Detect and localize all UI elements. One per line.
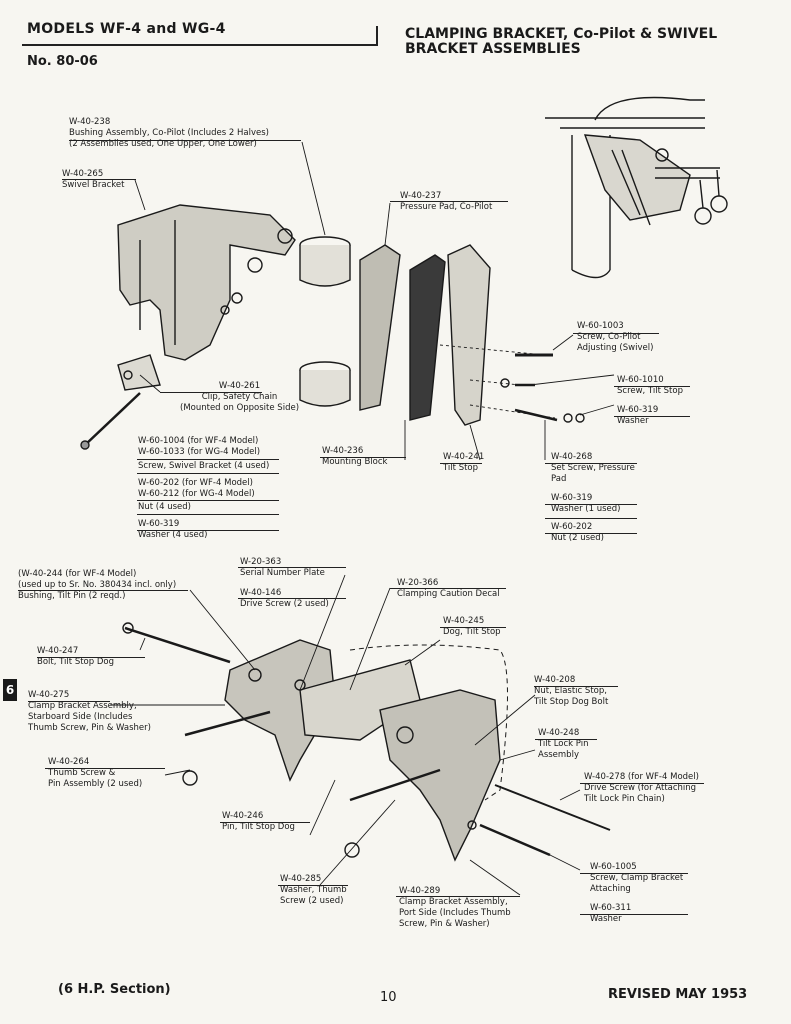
label-w-40-278: W-40-278 (for WF-4 Model)Drive Screw (fo… — [584, 772, 699, 804]
label-w-60-202: W-60-202 (for WF-4 Model)W-60-212 (for W… — [138, 478, 255, 499]
label-swivel-screw: Screw, Swivel Bracket (4 used) — [138, 461, 270, 471]
models-heading: MODELS WF-4 and WG-4 — [27, 21, 226, 37]
underline-w-40-245 — [440, 627, 506, 628]
section-tab: 6 — [3, 679, 17, 701]
header-divider — [376, 26, 378, 46]
footer-section: (6 H.P. Section) — [58, 982, 171, 997]
underline-w-40-238 — [69, 140, 301, 141]
leader-lines — [110, 141, 615, 896]
header-rule — [22, 44, 377, 46]
underline-w-40-285 — [278, 885, 348, 886]
underline-nut-4 — [137, 514, 279, 515]
underline-w-40-241 — [440, 463, 482, 464]
underline-w-60-311 — [580, 914, 688, 915]
underline-w-40-261 — [160, 392, 262, 393]
swivel-bracket-drawing — [80, 204, 296, 450]
underline-w-40-237 — [390, 201, 508, 202]
underline-w-40-247 — [37, 657, 145, 658]
pressure-pad-drawing — [359, 244, 585, 426]
footer-revised: REVISED MAY 1953 — [608, 987, 748, 1002]
underline-w-40-146 — [238, 598, 346, 599]
underline-w-40-244 — [18, 590, 188, 591]
underline-w-20-366 — [390, 588, 506, 589]
underline-w-60-1005 — [580, 873, 688, 874]
page-number: 10 — [380, 990, 397, 1005]
document-number: No. 80-06 — [27, 54, 98, 69]
underline-w-60-1010 — [614, 386, 690, 387]
page-title: CLAMPING BRACKET, Co-Pilot & SWIVEL BRAC… — [405, 26, 718, 57]
underline-w-60-319-4 — [137, 530, 279, 531]
underline-swivel-screw — [137, 473, 279, 474]
clamp-bracket-assembly-drawing — [122, 622, 611, 862]
label-nut-4: Nut (4 used) — [138, 502, 191, 512]
underline-w-40-236 — [320, 457, 406, 458]
underline-w-40-275 — [28, 701, 110, 702]
underline-w-40-264 — [45, 768, 165, 769]
underline-w-40-278 — [580, 783, 704, 784]
underline-w-60-202 — [137, 500, 279, 501]
label-w-40-244: (W-40-244 (for WF-4 Model)(used up to Sr… — [18, 569, 177, 601]
underline-w-20-363 — [238, 567, 346, 568]
underline-w-60-1004 — [137, 459, 279, 460]
underline-w-60-319-1 — [545, 504, 637, 505]
inset-motor-illustration — [545, 96, 728, 279]
underline-w-40-208 — [534, 686, 618, 687]
label-w-60-1004: W-60-1004 (for WF-4 Model)W-60-1033 (for… — [138, 436, 261, 457]
underline-w-40-248 — [535, 739, 597, 740]
underline-w-40-289 — [396, 896, 520, 897]
underline-w-60-319-washer — [614, 416, 690, 417]
underline-w-40-268 — [545, 463, 637, 464]
underline-w-40-265 — [62, 179, 136, 180]
co-pilot-bushings-drawing — [299, 236, 351, 407]
underline-washer-1 — [545, 518, 637, 519]
underline-w-40-246 — [220, 822, 310, 823]
underline-w-60-202-nut-2 — [545, 533, 637, 534]
underline-w-60-1003 — [573, 333, 659, 334]
